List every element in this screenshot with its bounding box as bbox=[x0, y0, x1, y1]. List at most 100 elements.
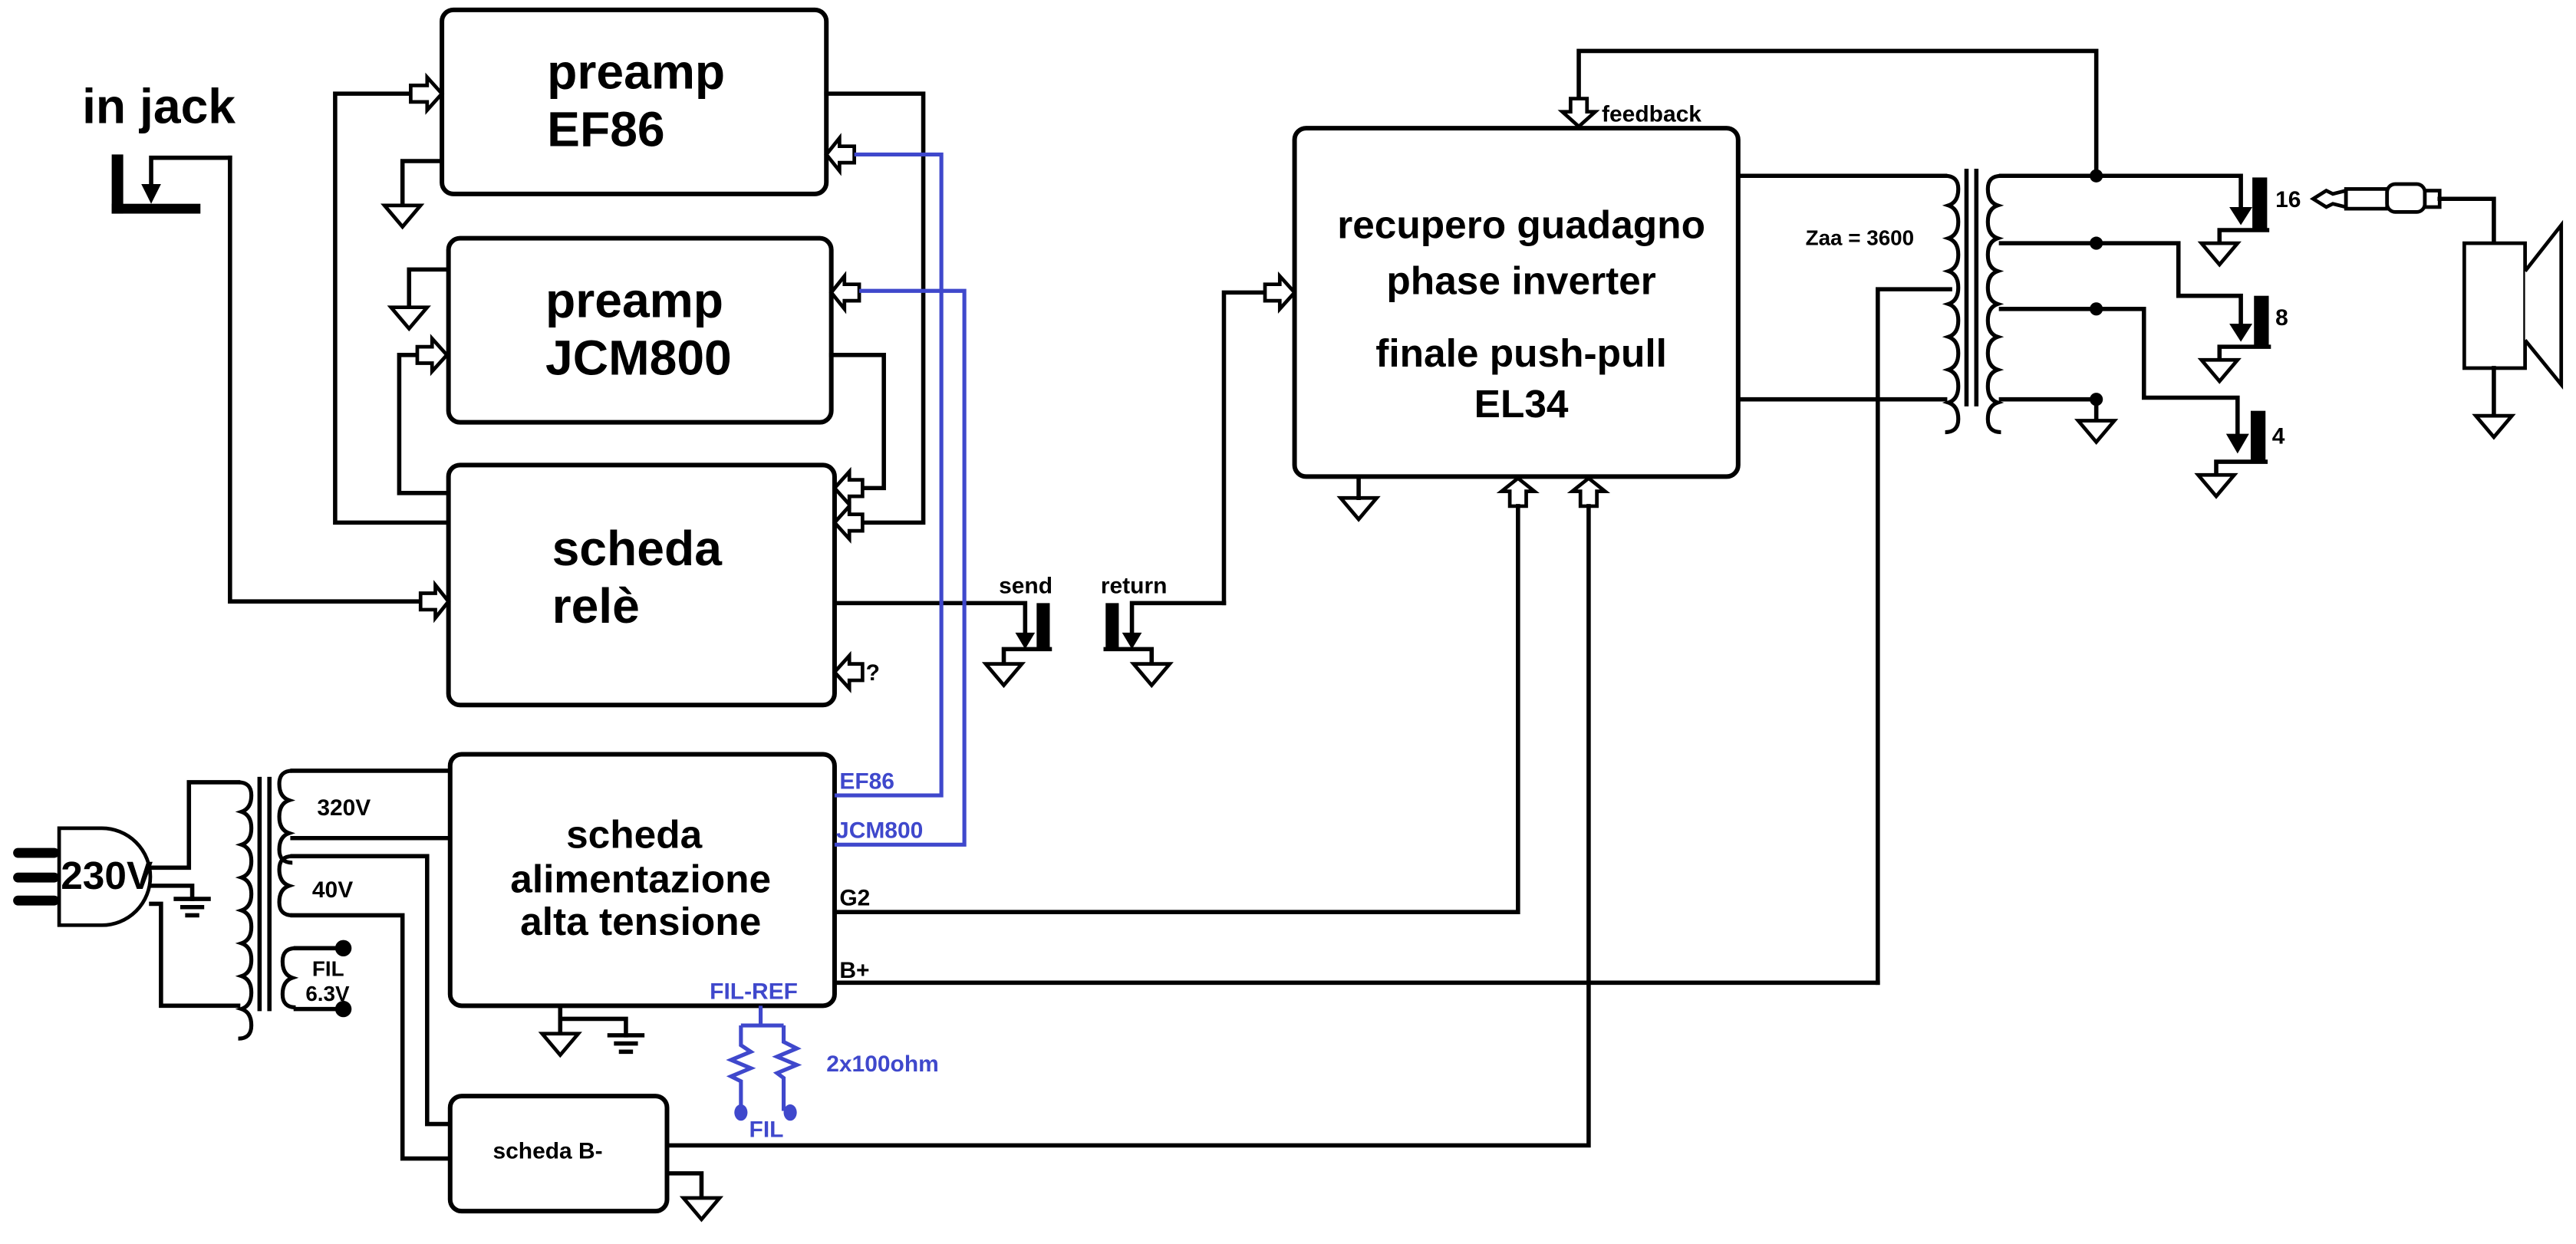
wire-tap-8 bbox=[1998, 241, 2243, 330]
arrow-port-icon bbox=[415, 334, 450, 377]
arrow-port-icon bbox=[418, 580, 451, 624]
wire-bplus-center-tap bbox=[1876, 287, 1952, 986]
wire-plug-to-speaker bbox=[2437, 196, 2496, 245]
tap-4-label: 4 bbox=[2272, 424, 2285, 449]
poweramp-line1: recupero guadagno bbox=[1337, 202, 1705, 247]
wire-mains-line bbox=[149, 780, 241, 870]
in-jack-label: in jack bbox=[82, 79, 236, 134]
ground-icon bbox=[380, 203, 425, 230]
arrow-port-icon bbox=[1566, 476, 1611, 508]
secondary-fil-label-2: 6.3V bbox=[305, 982, 350, 1005]
chassis-ground-icon bbox=[173, 897, 211, 918]
fil-label: FIL bbox=[749, 1117, 784, 1143]
poweramp-line4: EL34 bbox=[1474, 381, 1569, 426]
speaker-icon bbox=[2462, 219, 2564, 390]
wire-psu-ground bbox=[558, 1003, 628, 1038]
preamp-ef86-line2: EF86 bbox=[547, 102, 665, 157]
relay-line1: scheda bbox=[552, 521, 723, 576]
tap-8-label: 8 bbox=[2275, 305, 2288, 331]
wire-return-to-poweramp bbox=[1221, 290, 1267, 606]
wire-mains-earth bbox=[149, 884, 195, 901]
wire-tap-com bbox=[1998, 397, 2099, 423]
wire-jcm800-out bbox=[828, 353, 886, 491]
impedance-label: Zaa = 3600 bbox=[1806, 225, 1915, 249]
block-bias-board[interactable]: scheda B- bbox=[447, 1094, 670, 1214]
block-preamp-jcm800[interactable]: preamp JCM800 bbox=[446, 235, 834, 425]
psu-line1: scheda bbox=[566, 812, 703, 857]
output-jack-16-icon[interactable] bbox=[2197, 177, 2270, 268]
wire-relay-to-send bbox=[832, 601, 1028, 640]
ground-icon bbox=[679, 1196, 724, 1223]
resistors-label: 2x100ohm bbox=[826, 1051, 939, 1077]
wire-ef86-out bbox=[824, 91, 926, 525]
psu-out-g2-label: G2 bbox=[839, 886, 870, 911]
wire-ef86-heater bbox=[834, 152, 944, 798]
chassis-ground-icon bbox=[607, 1033, 645, 1055]
arrow-port-icon bbox=[409, 72, 445, 115]
output-jack-8-icon[interactable] bbox=[2197, 295, 2271, 384]
arrow-port-icon bbox=[1557, 97, 1600, 130]
arrow-port-icon bbox=[1263, 271, 1297, 314]
arrow-port-icon bbox=[828, 271, 861, 314]
wire-jcm800-heater bbox=[834, 288, 967, 847]
return-jack-icon[interactable] bbox=[1103, 601, 1227, 689]
wire-relay-to-jcm800 bbox=[397, 353, 451, 495]
psu-out-jcm800-label: JCM800 bbox=[836, 818, 923, 844]
relay-line2: relè bbox=[552, 578, 640, 634]
speaker-plug-icon[interactable] bbox=[2309, 182, 2442, 214]
preamp-jcm800-line1: preamp bbox=[545, 273, 723, 328]
return-label: return bbox=[1101, 573, 1168, 598]
psu-out-bplus-label: B+ bbox=[839, 958, 869, 983]
output-transformer-icon bbox=[1736, 169, 2004, 435]
wire-feedback bbox=[1576, 48, 2099, 179]
mains-plug-icon[interactable] bbox=[13, 826, 153, 927]
send-jack-icon[interactable] bbox=[981, 603, 1052, 689]
block-psu[interactable]: scheda alimentazione alta tensione bbox=[447, 752, 837, 1009]
secondary-fil-label-1: FIL bbox=[312, 957, 344, 981]
arrow-port-icon bbox=[1496, 476, 1540, 508]
wire-tap-16 bbox=[1998, 173, 2243, 213]
wire-ef86-ground bbox=[400, 159, 444, 208]
block-preamp-ef86[interactable]: preamp EF86 bbox=[440, 7, 829, 196]
arrow-port-icon bbox=[832, 466, 865, 509]
psu-out-ef86-label: EF86 bbox=[839, 768, 894, 794]
block-relay-board[interactable]: scheda relè bbox=[446, 462, 837, 708]
ground-icon bbox=[2074, 419, 2119, 446]
resistor-icon bbox=[726, 1005, 802, 1121]
poweramp-line2: phase inverter bbox=[1386, 258, 1655, 303]
preamp-ef86-line1: preamp bbox=[547, 44, 725, 100]
poweramp-line3: finale push-pull bbox=[1375, 331, 1667, 375]
power-transformer-icon bbox=[235, 768, 299, 1041]
psu-line3: alta tensione bbox=[520, 899, 761, 943]
arrow-port-icon bbox=[824, 133, 856, 176]
mains-voltage-label: 230V bbox=[61, 853, 153, 897]
wire-bias-ground bbox=[664, 1171, 704, 1200]
ground-icon bbox=[2472, 413, 2516, 440]
wire-relay-to-ef86 bbox=[333, 91, 451, 525]
arrow-port-icon bbox=[832, 650, 865, 693]
tap-16-label: 16 bbox=[2275, 187, 2301, 212]
ground-icon bbox=[1336, 495, 1381, 522]
preamp-jcm800-line2: JCM800 bbox=[545, 331, 732, 386]
feedback-label: feedback bbox=[1602, 102, 1701, 127]
wire-injack-to-relay bbox=[228, 155, 423, 604]
secondary-40v-label: 40V bbox=[312, 877, 353, 903]
wire-mains-neutral bbox=[149, 901, 241, 1009]
wire-bminus bbox=[664, 504, 1591, 1148]
input-jack-icon[interactable] bbox=[111, 154, 232, 214]
send-label: send bbox=[999, 573, 1052, 598]
secondary-320v-label: 320V bbox=[317, 795, 371, 821]
relay-unknown-port-label: ? bbox=[866, 660, 880, 686]
psu-line2: alimentazione bbox=[510, 856, 771, 900]
fil-ref-label: FIL-REF bbox=[710, 979, 798, 1005]
output-jack-4-icon[interactable] bbox=[2194, 410, 2268, 499]
bias-board-label: scheda B- bbox=[492, 1139, 602, 1164]
arrow-port-icon bbox=[832, 501, 865, 544]
wire-40v-bottom bbox=[290, 913, 451, 1161]
wire-40v-top bbox=[290, 854, 451, 1127]
ground-icon bbox=[387, 305, 431, 332]
wire-tap-4 bbox=[1998, 307, 2240, 436]
block-power-amp[interactable]: recupero guadagno phase inverter finale … bbox=[1292, 126, 1741, 479]
wire-g2 bbox=[832, 504, 1520, 914]
